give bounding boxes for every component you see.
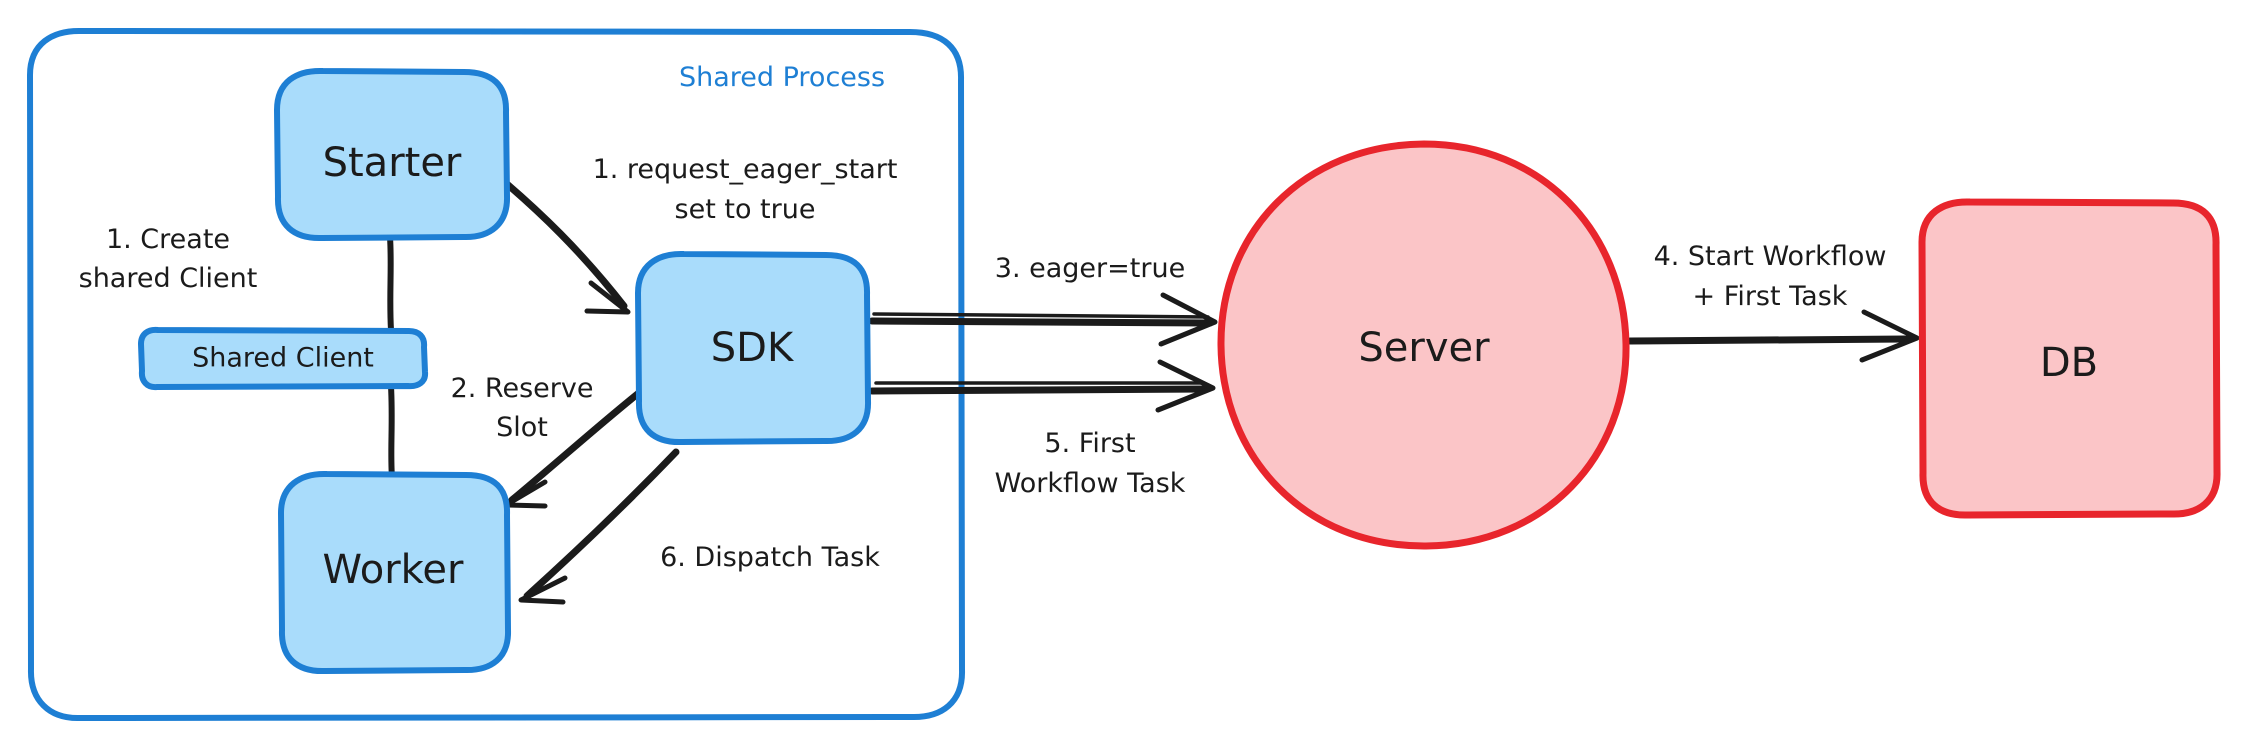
edge-label-create-shared-client: 1. Create shared Client — [79, 224, 258, 294]
edge-starter-sdk — [496, 174, 631, 315]
edge-line-server-db — [1626, 335, 1914, 345]
node-worker-shape[interactable] — [277, 470, 512, 675]
node-sdk-shape[interactable] — [634, 250, 872, 446]
edge-label-eager-line1: 1. request_eager_start — [593, 154, 898, 185]
node-shared-client-shape[interactable] — [137, 326, 429, 391]
edge-label-first-task-line1: 5. First — [1044, 428, 1135, 459]
arrow-head-server-db — [1859, 309, 1920, 363]
edge-label-create-line1: 1. Create — [106, 224, 230, 255]
node-starter-label: Starter — [323, 140, 462, 186]
arrow-head-starter-sdk — [584, 280, 631, 315]
node-db-label: DB — [2040, 340, 2098, 386]
arrow-head-sdk-server-eager — [1158, 292, 1218, 347]
edge-label-start-workflow: 4. Start Workflow + First Task — [1654, 241, 1887, 312]
arrow-head-sdk-worker-dispatch — [518, 575, 568, 605]
edge-label-start-wf-line1: 4. Start Workflow — [1654, 241, 1887, 272]
edge-server-db — [1626, 309, 1920, 363]
shared-process-label: Shared Process — [679, 62, 885, 93]
node-shared-client[interactable]: Shared Client — [137, 326, 429, 391]
edge-line-sdk-server-firsttask — [868, 385, 1211, 395]
node-server[interactable]: Server — [1217, 140, 1630, 550]
edge-line-sdk-worker-reserve — [508, 388, 644, 504]
edge-line-starter-sdk — [496, 174, 628, 310]
shared-process-container[interactable] — [26, 27, 966, 722]
edge-line-sdk-worker-dispatch — [523, 448, 680, 600]
edge-sdk-worker-dispatch — [518, 448, 680, 605]
node-db-shape[interactable] — [1918, 198, 2221, 519]
node-starter-shape[interactable] — [273, 67, 511, 242]
group-shared-process[interactable]: Shared Process — [26, 27, 966, 722]
node-sdk[interactable]: SDK — [634, 250, 872, 446]
edge-line-shared-client-worker — [388, 383, 395, 481]
arrow-head-sdk-server-firsttask — [1155, 359, 1216, 413]
edge-label-eager-line2: set to true — [675, 194, 816, 225]
edge-label-reserve-line1: 2. Reserve — [451, 373, 594, 404]
edge-starter-shared-client — [387, 234, 394, 333]
edge-label-reserve-slot: 2. Reserve Slot — [451, 373, 594, 443]
edge-line-sdk-server-eager-2 — [872, 312, 1210, 319]
edge-label-eager-true: 3. eager=true — [995, 253, 1185, 284]
node-worker[interactable]: Worker — [277, 470, 512, 675]
edge-sdk-server-eager — [868, 292, 1218, 347]
edge-label-first-workflow-task: 5. First Workflow Task — [995, 428, 1186, 499]
node-sdk-label: SDK — [711, 325, 795, 371]
edge-label-request-eager-start: 1. request_eager_start set to true — [593, 154, 898, 225]
node-starter[interactable]: Starter — [273, 67, 511, 242]
edge-sdk-server-firsttask — [868, 359, 1216, 413]
edge-line-starter-shared-client — [387, 234, 394, 333]
edge-label-start-wf-line2: + First Task — [1693, 281, 1848, 312]
node-server-label: Server — [1358, 325, 1490, 371]
edge-label-reserve-line2: Slot — [496, 412, 548, 443]
edge-shared-client-worker — [388, 383, 395, 481]
node-shared-client-label: Shared Client — [192, 343, 374, 374]
node-db[interactable]: DB — [1918, 198, 2221, 519]
edge-line-sdk-server-eager — [868, 317, 1214, 327]
node-worker-label: Worker — [323, 547, 464, 593]
edge-label-eager-true-text: 3. eager=true — [995, 253, 1185, 284]
edge-label-dispatch-task: 6. Dispatch Task — [660, 542, 880, 573]
edge-label-dispatch-text: 6. Dispatch Task — [660, 542, 880, 573]
edge-label-create-line2: shared Client — [79, 263, 258, 294]
node-server-shape[interactable] — [1217, 140, 1630, 550]
edge-label-first-task-line2: Workflow Task — [995, 468, 1186, 499]
